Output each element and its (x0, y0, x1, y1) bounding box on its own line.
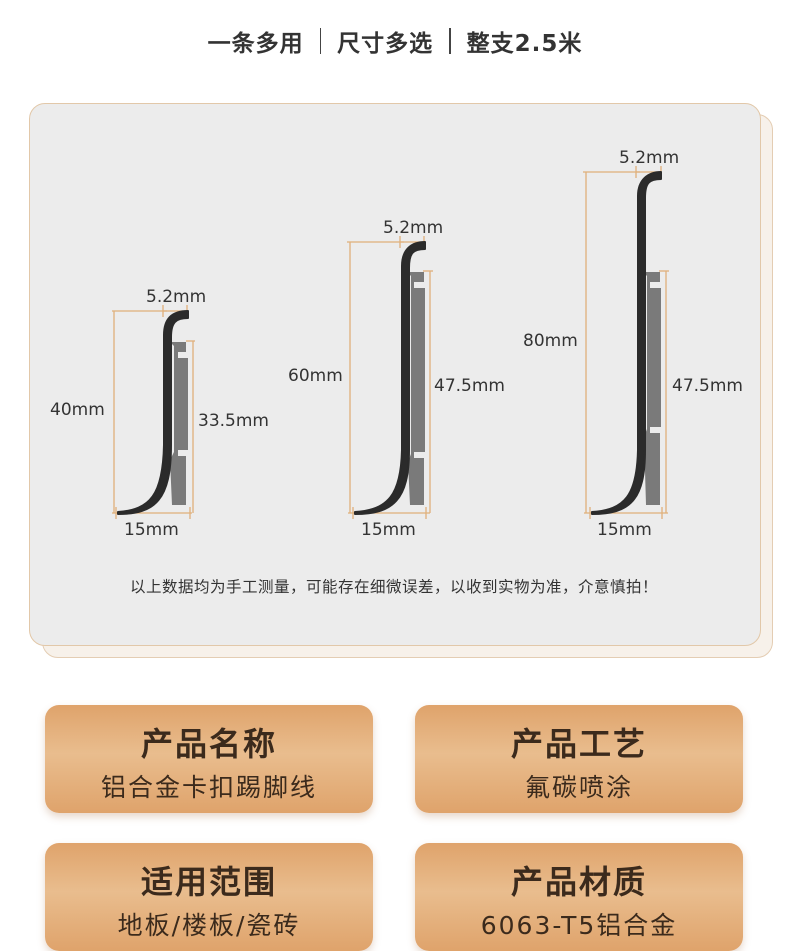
card-product-material: 产品材质 6063-T5铝合金 (415, 843, 743, 951)
header-divider (449, 28, 451, 54)
profile-1-bottom-label: 15mm (124, 520, 179, 540)
card-application-range: 适用范围 地板/楼板/瓷砖 (45, 843, 373, 951)
measurement-disclaimer: 以上数据均为手工测量，可能存在细微误差，以收到实物为准，介意慎拍！ (129, 578, 658, 596)
header-bar: 一条多用 尺寸多选 整支2.5米 (0, 24, 790, 58)
profile-40mm: 5.2mm 40mm 33.5mm 15mm (50, 287, 269, 540)
profile-1-top-label: 5.2mm (146, 287, 206, 307)
profile-1-right-label: 33.5mm (198, 411, 269, 431)
card-value: 氟碳喷涂 (524, 773, 633, 802)
profile-80mm: 5.2mm 80mm 47.5mm 15mm (523, 148, 743, 540)
profile-2-top-label: 5.2mm (383, 218, 443, 238)
card-title: 产品名称 (140, 725, 277, 763)
card-title: 产品工艺 (510, 725, 647, 763)
profile-3-height-label: 80mm (523, 331, 578, 351)
card-title: 适用范围 (140, 863, 277, 901)
profile-60mm: 5.2mm 60mm 47.5mm 15mm (288, 218, 505, 540)
profile-1-height-label: 40mm (50, 400, 105, 420)
profile-3-right-label: 47.5mm (672, 376, 743, 396)
card-value: 铝合金卡扣踢脚线 (100, 773, 317, 802)
profile-3-top-label: 5.2mm (619, 148, 679, 168)
card-title: 产品材质 (510, 863, 647, 901)
profile-2-right-label: 47.5mm (434, 376, 505, 396)
card-product-name: 产品名称 铝合金卡扣踢脚线 (45, 705, 373, 813)
profile-dimension-diagram: 5.2mm 40mm 33.5mm 15mm 5.2mm 60mm 47.5mm… (50, 148, 743, 540)
card-value: 6063-T5铝合金 (480, 911, 678, 940)
header-divider (319, 28, 322, 54)
header-item-length: 整支2.5米 (466, 31, 583, 57)
profile-2-bottom-label: 15mm (361, 520, 416, 540)
header-item-size-options: 尺寸多选 (337, 31, 434, 57)
card-value: 地板/楼板/瓷砖 (117, 911, 301, 940)
card-product-process: 产品工艺 氟碳喷涂 (415, 705, 743, 813)
header-item-multi-use: 一条多用 (207, 31, 304, 57)
profile-2-height-label: 60mm (288, 366, 343, 386)
profile-3-bottom-label: 15mm (597, 520, 652, 540)
